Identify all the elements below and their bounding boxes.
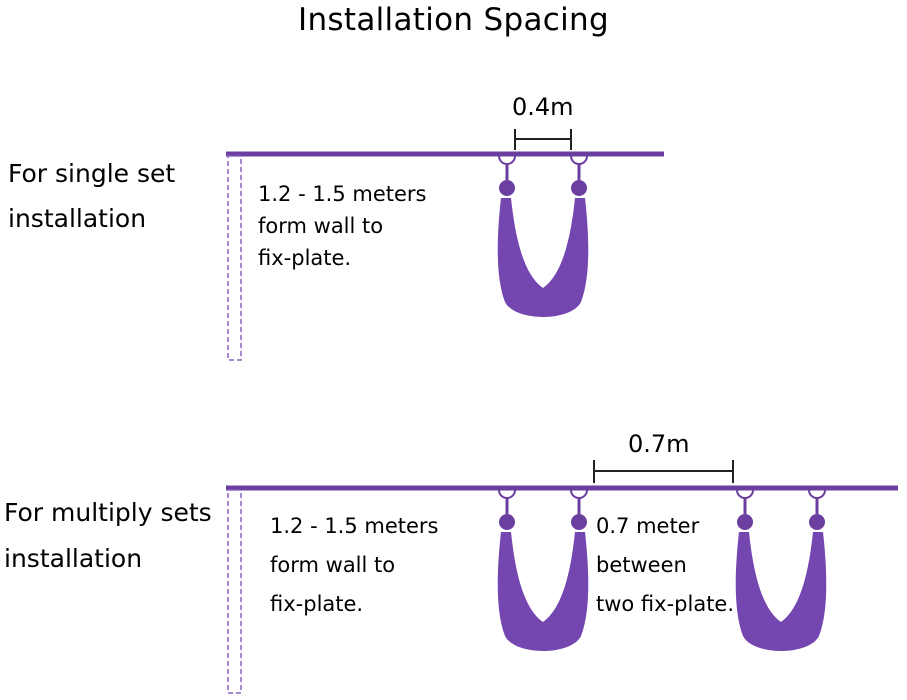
- multiple-hammock-1: [496, 488, 590, 653]
- multiple-wall: [227, 489, 242, 694]
- multiple-spacing-label: 0.7m: [628, 430, 690, 458]
- multiple-sets-label-line1: For multiply sets: [4, 498, 212, 527]
- single-note-line2: form wall to: [258, 214, 384, 238]
- single-note-line1: 1.2 - 1.5 meters: [258, 182, 427, 206]
- single-wall-distance-note: 1.2 - 1.5 meters form wall to fix-plate.: [258, 181, 427, 272]
- between-note-line2: between: [596, 553, 687, 577]
- multiple-note-line1: 1.2 - 1.5 meters: [270, 514, 439, 538]
- single-spacing-label: 0.4m: [512, 93, 574, 121]
- between-note-line3: two fix-plate.: [596, 592, 735, 616]
- single-set-label: For single set installation: [8, 158, 175, 235]
- multiple-sets-label-line2: installation: [4, 544, 143, 573]
- single-wall: [227, 155, 242, 361]
- multiple-hammock-2: [734, 488, 828, 653]
- multiple-dimension-line: [593, 460, 734, 483]
- multiple-sets-label: For multiply sets installation: [4, 497, 212, 575]
- between-note-line1: 0.7 meter: [596, 514, 700, 538]
- multiple-wall-distance-note: 1.2 - 1.5 meters form wall to fix-plate.: [270, 513, 439, 618]
- multiple-note-line3: fix-plate.: [270, 592, 364, 616]
- single-note-line3: fix-plate.: [258, 246, 352, 270]
- single-set-label-line2: installation: [8, 204, 147, 233]
- diagram-title: Installation Spacing: [298, 2, 609, 38]
- single-set-label-line1: For single set: [8, 159, 176, 188]
- single-hammock: [496, 154, 590, 319]
- single-dimension-line: [514, 129, 572, 150]
- multiple-note-line2: form wall to: [270, 553, 396, 577]
- between-plates-note: 0.7 meter between two fix-plate.: [596, 513, 734, 618]
